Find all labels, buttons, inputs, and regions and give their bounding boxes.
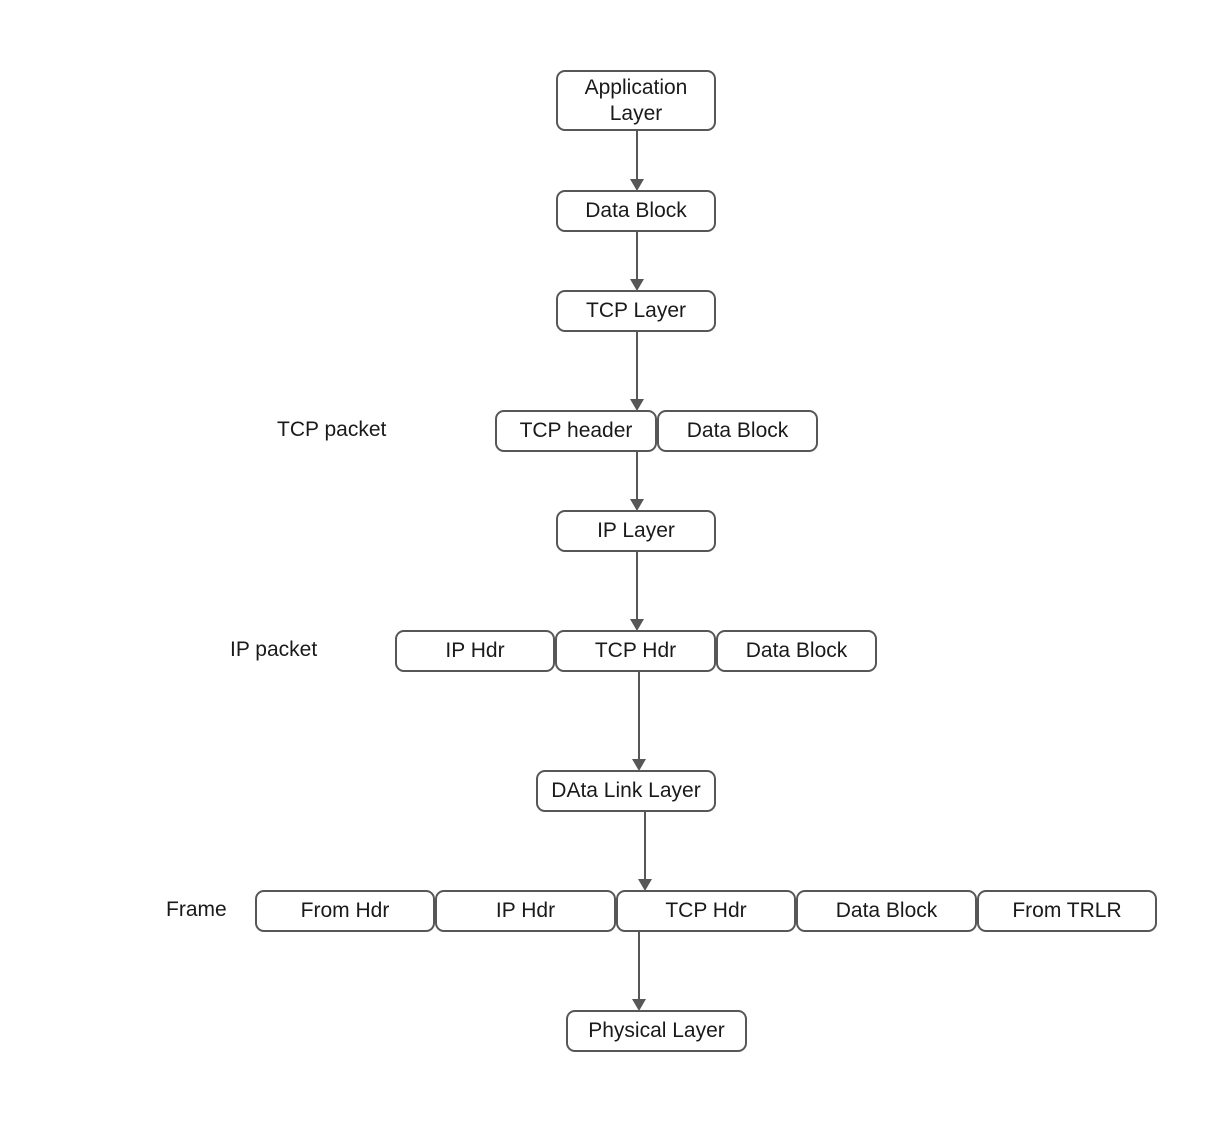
packet-segment-tcp-header[interactable]: TCP header [495, 410, 657, 452]
arrow-tcppacket-to-iplayer [630, 452, 644, 511]
packet-row-ip: IP Hdr TCP Hdr Data Block [395, 630, 877, 672]
frame-segment-from-trlr[interactable]: From TRLR [977, 890, 1157, 932]
frame-segment-from-hdr[interactable]: From Hdr [255, 890, 435, 932]
arrow-application-to-datablock [630, 131, 644, 191]
packet-segment-data-block[interactable]: Data Block [716, 630, 877, 672]
packet-row-frame: From Hdr IP Hdr TCP Hdr Data Block From … [255, 890, 1157, 932]
node-tcp-layer[interactable]: TCP Layer [556, 290, 716, 332]
node-physical-layer[interactable]: Physical Layer [566, 1010, 747, 1052]
node-data-link-layer[interactable]: DAta Link Layer [536, 770, 716, 812]
arrow-frame-to-physicallayer [632, 932, 646, 1011]
packet-row-tcp: TCP header Data Block [495, 410, 818, 452]
row-label-ip-packet: IP packet [230, 638, 318, 661]
arrow-ippacket-to-datalinklayer [632, 672, 646, 771]
arrow-tcplayer-to-tcppacket [630, 332, 644, 411]
node-ip-layer[interactable]: IP Layer [556, 510, 716, 552]
node-data-block[interactable]: Data Block [556, 190, 716, 232]
packet-segment-data-block[interactable]: Data Block [657, 410, 818, 452]
arrow-iplayer-to-ippacket [630, 552, 644, 631]
frame-segment-ip-hdr[interactable]: IP Hdr [435, 890, 616, 932]
row-label-tcp-packet: TCP packet [277, 418, 387, 441]
node-application-layer[interactable]: Application Layer [556, 70, 716, 131]
arrow-datablock-to-tcplayer [630, 232, 644, 291]
frame-segment-data-block[interactable]: Data Block [796, 890, 977, 932]
arrow-datalinklayer-to-frame [638, 812, 652, 891]
frame-segment-tcp-hdr[interactable]: TCP Hdr [616, 890, 796, 932]
packet-segment-ip-hdr[interactable]: IP Hdr [395, 630, 555, 672]
row-label-frame: Frame [166, 898, 227, 921]
packet-segment-tcp-hdr[interactable]: TCP Hdr [555, 630, 716, 672]
